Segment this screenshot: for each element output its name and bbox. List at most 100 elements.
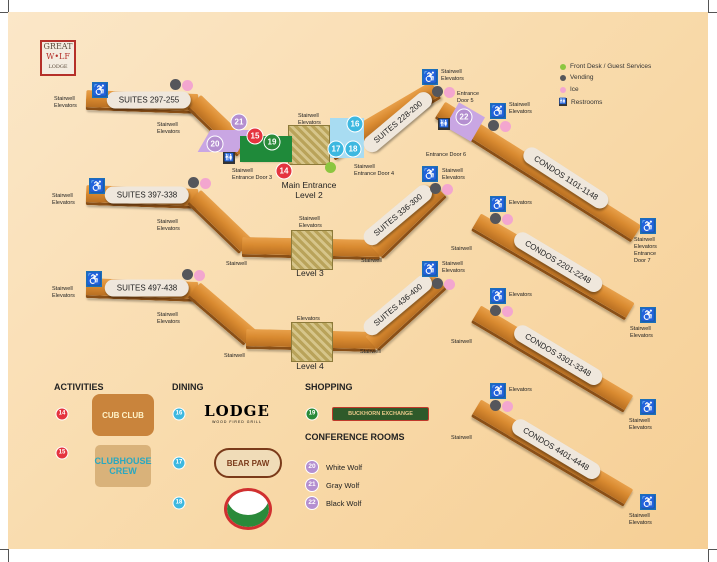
- level-3-label: Level 3: [296, 268, 324, 278]
- level-4-lobby: [291, 322, 333, 362]
- map-label: Stairwell: [360, 349, 381, 355]
- map-label: Stairwell Entrance Door 4: [354, 164, 395, 177]
- map-label: Stairwell Elevators: [52, 286, 75, 299]
- map-label: Stairwell: [226, 261, 247, 267]
- marker-22[interactable]: 22: [455, 108, 473, 126]
- vending-icon: [490, 400, 501, 411]
- brand-subtitle: WOOD FIRED GRILL: [212, 420, 262, 424]
- wing-suites-497-438[interactable]: SUITES 497-438: [104, 279, 190, 297]
- marker-19[interactable]: 19: [263, 133, 281, 151]
- legend-label: Front Desk / Guest Services: [570, 63, 652, 70]
- map-label: Stairwell Elevators: [52, 193, 75, 206]
- map-label: Stairwell: [451, 435, 472, 441]
- legend-vending: Vending: [560, 74, 594, 81]
- map-label: Stairwell Elevators Entrance Door 7: [634, 237, 657, 264]
- front-desk-dot-icon: [560, 63, 566, 70]
- wheelchair-accessible-icon: ♿: [422, 69, 438, 85]
- map-label: Stairwell Elevators: [509, 102, 532, 115]
- wheelchair-accessible-icon: ♿: [490, 103, 506, 119]
- lodge-grill-logo[interactable]: LODGE WOOD FIRED GRILL: [196, 402, 278, 424]
- vending-icon: [182, 269, 193, 280]
- conf-white-wolf: White Wolf: [326, 463, 363, 472]
- clubhouse-crew-logo[interactable]: CLUBHOUSE CREW: [95, 445, 152, 487]
- marker-17[interactable]: 17: [327, 140, 345, 158]
- wing-suites-297-255[interactable]: SUITES 297-255: [106, 91, 192, 109]
- activities-heading: ACTIVITIES: [54, 382, 104, 392]
- map-label: Stairwell Elevators: [299, 216, 322, 229]
- ice-icon: [444, 279, 455, 290]
- front-desk-marker[interactable]: [325, 162, 336, 173]
- legend-label: Restrooms: [571, 98, 603, 106]
- ice-icon: [200, 178, 211, 189]
- ice-icon: [502, 401, 513, 412]
- vending-icon: [490, 305, 501, 316]
- wheelchair-accessible-icon: ♿: [640, 218, 656, 234]
- vending-dot-icon: [560, 74, 566, 81]
- map-label: Stairwell Elevators: [629, 513, 652, 526]
- level-3-lobby: [291, 230, 333, 270]
- legend-restrooms: 🚻 Restrooms: [559, 98, 602, 106]
- ice-icon: [444, 87, 455, 98]
- map-label: Stairwell Elevators: [441, 69, 464, 82]
- marker-21[interactable]: 21: [230, 113, 248, 131]
- wheelchair-accessible-icon: ♿: [640, 307, 656, 323]
- map-label: Stairwell Elevators: [157, 122, 180, 135]
- conf-gray-wolf: Gray Wolf: [326, 481, 360, 490]
- shop-19-number: 19: [305, 407, 319, 421]
- shopping-heading: SHOPPING: [305, 382, 353, 392]
- activity-15-number: 15: [55, 446, 69, 460]
- marker-15[interactable]: 15: [246, 127, 264, 145]
- vending-icon: [432, 278, 443, 289]
- restroom-icon: 🚻: [223, 152, 235, 164]
- wing-condos-4401-4448[interactable]: CONDOS 4401-4448: [508, 416, 604, 482]
- map-label: Stairwell Elevators: [157, 312, 180, 325]
- cub-club-logo[interactable]: CUB CLUB: [92, 394, 154, 436]
- brand-name: LODGE: [204, 402, 270, 420]
- wing-suites-397-338[interactable]: SUITES 397-338: [104, 186, 190, 204]
- crop-mark: [0, 12, 8, 13]
- crop-mark: [708, 12, 717, 13]
- map-label: Stairwell Elevators: [157, 219, 180, 232]
- wheelchair-accessible-icon: ♿: [640, 494, 656, 510]
- map-label: Stairwell Elevators: [54, 96, 77, 109]
- map-label: Elevators: [509, 200, 532, 206]
- conference-rooms-heading: CONFERENCE ROOMS: [305, 432, 405, 442]
- map-label: Stairwell Elevators: [442, 168, 465, 181]
- legend-label: Vending: [570, 74, 594, 81]
- ice-icon: [182, 80, 193, 91]
- marker-14[interactable]: 14: [275, 162, 293, 180]
- map-label: Elevators: [297, 316, 320, 322]
- map-page: GREAT W•LF LODGE SUITES 297-255 SUITES 2…: [8, 12, 708, 549]
- map-label: Stairwell Entrance Door 3: [232, 168, 273, 181]
- map-label: Elevators: [509, 292, 532, 298]
- map-label: Stairwell Elevators: [630, 326, 653, 339]
- vending-icon: [432, 86, 443, 97]
- dining-heading: DINING: [172, 382, 204, 392]
- map-label: Stairwell Elevators: [298, 113, 321, 126]
- wheelchair-accessible-icon: ♿: [89, 178, 105, 194]
- marker-16[interactable]: 16: [346, 115, 364, 133]
- conf-21-number: 21: [305, 478, 319, 492]
- vending-icon: [488, 120, 499, 131]
- map-label: Entrance Door 6: [426, 152, 467, 158]
- conf-22-number: 22: [305, 496, 319, 510]
- level-4-label: Level 4: [296, 361, 324, 371]
- logo-line: GREAT: [43, 42, 73, 51]
- map-label: Entrance Door 5: [457, 91, 480, 104]
- crop-mark: [0, 549, 8, 550]
- crop-mark: [708, 0, 709, 12]
- vending-icon: [188, 177, 199, 188]
- bear-paw-logo[interactable]: BEAR PAW: [214, 448, 282, 478]
- ice-icon: [500, 121, 511, 132]
- conf-black-wolf: Black Wolf: [326, 499, 362, 508]
- ice-dot-icon: [560, 86, 566, 93]
- wheelchair-accessible-icon: ♿: [422, 261, 438, 277]
- restroom-icon: 🚻: [559, 98, 567, 106]
- hungry-as-a-wolf-logo[interactable]: HUNGRY AS A WOLF: [224, 488, 272, 530]
- buckhorn-exchange-logo[interactable]: BUCKHORN EXCHANGE: [332, 407, 429, 421]
- dining-16-number: 16: [172, 407, 186, 421]
- legend-front-desk: Front Desk / Guest Services: [560, 63, 651, 70]
- map-label: Stairwell Elevators: [442, 261, 465, 274]
- marker-18[interactable]: 18: [344, 140, 362, 158]
- marker-20[interactable]: 20: [206, 135, 224, 153]
